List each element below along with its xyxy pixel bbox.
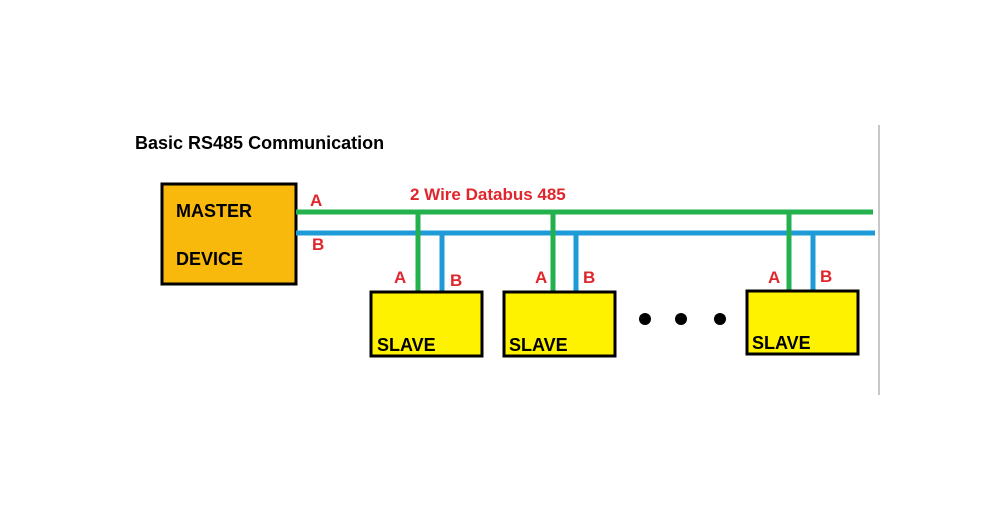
slave-device-2: A B SLAVE — [502, 212, 617, 358]
slave-3-label: SLAVE — [752, 333, 811, 353]
slave-2-pin-a: A — [535, 268, 547, 287]
master-device-box — [160, 182, 298, 286]
ellipsis-dot-2 — [675, 313, 687, 325]
ellipsis-dot-3 — [714, 313, 726, 325]
diagram-title: Basic RS485 Communication — [135, 133, 384, 153]
master-label-line1: MASTER — [176, 201, 252, 221]
master-pin-b: B — [312, 235, 324, 254]
slave-1-label: SLAVE — [377, 335, 436, 355]
slave-2-pin-b: B — [583, 268, 595, 287]
slave-device-3: A B SLAVE — [745, 212, 860, 356]
ellipsis-dot-1 — [639, 313, 651, 325]
slave-1-pin-b: B — [450, 271, 462, 290]
master-label-line2: DEVICE — [176, 249, 243, 269]
slave-1-box — [369, 290, 484, 358]
slave-1-pin-a: A — [394, 268, 406, 287]
slave-3-pin-b: B — [820, 267, 832, 286]
slave-3-box — [745, 289, 860, 356]
slave-2-label: SLAVE — [509, 335, 568, 355]
bus-label: 2 Wire Databus 485 — [410, 185, 566, 204]
master-pin-a: A — [310, 191, 322, 210]
slave-2-box — [502, 290, 617, 358]
slave-device-1: A B SLAVE — [369, 212, 484, 358]
slave-3-pin-a: A — [768, 268, 780, 287]
